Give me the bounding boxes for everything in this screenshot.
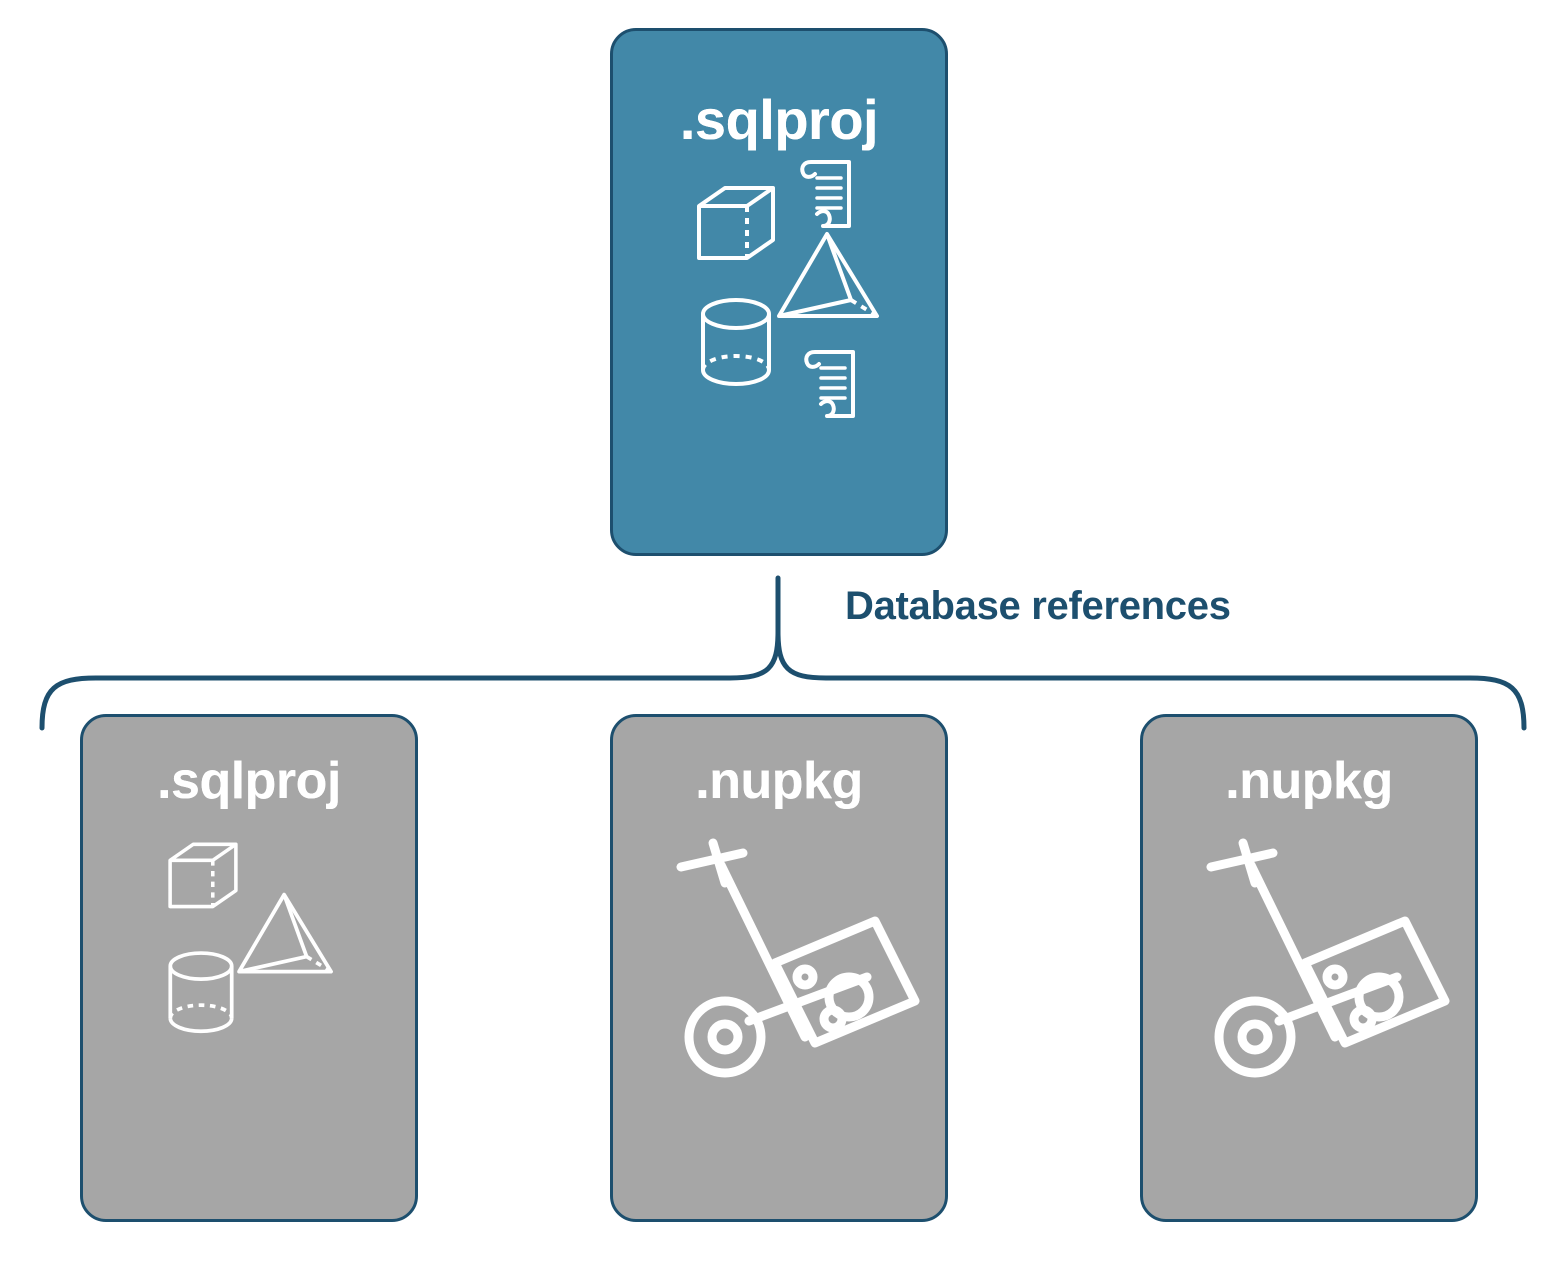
connector-label: Database references xyxy=(845,584,1231,628)
scroll-icon xyxy=(804,350,855,418)
bracket-connector xyxy=(39,575,1527,731)
cube-icon xyxy=(168,842,238,909)
cylinder-icon xyxy=(701,298,771,387)
child-1-icon-area xyxy=(83,811,415,1219)
node-child-title: .sqlproj xyxy=(157,752,341,810)
child-3-icon-area xyxy=(1143,811,1475,1219)
pyramid-icon xyxy=(777,232,879,318)
pyramid-icon xyxy=(237,892,333,974)
node-root-sqlproj[interactable]: .sqlproj xyxy=(610,28,948,556)
node-child-title: .nupkg xyxy=(695,752,863,810)
scroll-icon xyxy=(800,160,851,228)
cube-icon xyxy=(697,186,775,260)
node-child-nupkg-2[interactable]: .nupkg xyxy=(1140,714,1478,1222)
hand-truck-package-icon xyxy=(676,838,920,1078)
child-2-icon-area xyxy=(613,811,945,1219)
node-root-title: .sqlproj xyxy=(679,88,879,151)
node-child-sqlproj[interactable]: .sqlproj xyxy=(80,714,418,1222)
hand-truck-package-icon xyxy=(1206,838,1450,1078)
node-child-title: .nupkg xyxy=(1225,752,1393,810)
cylinder-icon xyxy=(168,951,234,1034)
node-child-nupkg-1[interactable]: .nupkg xyxy=(610,714,948,1222)
root-icon-area xyxy=(613,152,945,553)
